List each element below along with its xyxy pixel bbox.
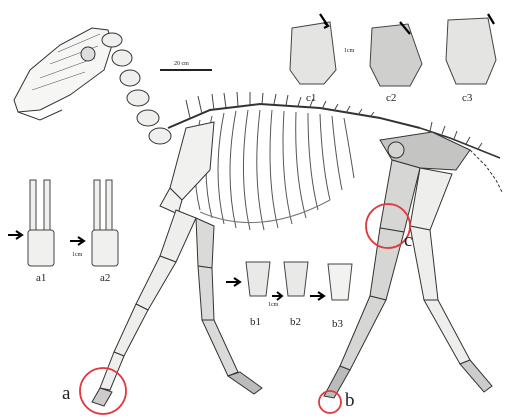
- highlight-label-a: a: [62, 383, 70, 405]
- panel-a-scale: 1cm: [72, 252, 82, 258]
- panel-b-scale: 1cm: [268, 302, 278, 308]
- highlight-label-b: b: [345, 390, 355, 412]
- panel-b-label-1: b1: [250, 316, 261, 328]
- scale-bar-label: 20 cm: [174, 61, 189, 67]
- rib-cage: [195, 110, 354, 230]
- panel-a-specimens: [8, 180, 118, 266]
- skull: [14, 28, 112, 120]
- hindleg-right: [410, 168, 492, 392]
- panel-b-label-2: b2: [290, 316, 301, 328]
- panel-a-label-1: a1: [36, 272, 46, 284]
- panel-b-specimens: [226, 262, 352, 300]
- panel-b-label-3: b3: [332, 318, 343, 330]
- panel-c-label-2: c2: [386, 92, 396, 104]
- foreleg-right: [196, 218, 262, 394]
- panel-c-scale: 1cm: [344, 48, 354, 54]
- highlight-label-c: c: [404, 230, 412, 252]
- cervical-vertebrae: [102, 33, 171, 144]
- panel-c-specimens: [290, 14, 496, 86]
- panel-c-label-3: c3: [462, 92, 472, 104]
- panel-c-label-1: c1: [306, 92, 316, 104]
- panel-a-label-2: a2: [100, 272, 110, 284]
